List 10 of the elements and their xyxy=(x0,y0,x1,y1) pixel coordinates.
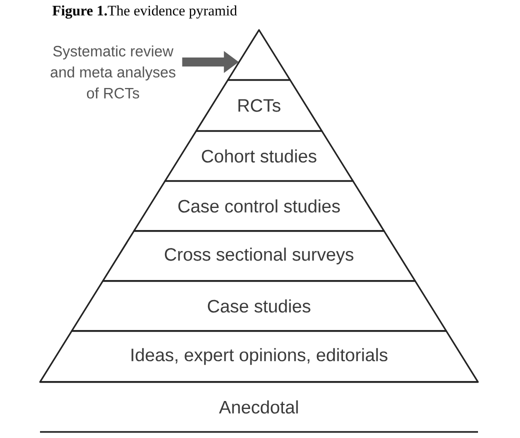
pyramid-apex xyxy=(227,29,291,81)
base-band: Anecdotal xyxy=(39,381,479,433)
figure-title: Figure 1.The evidence pyramid xyxy=(52,5,237,19)
callout-text: Systematic review and meta analyses of RCTs xyxy=(50,45,176,98)
pyramid-tier: Case studies xyxy=(70,280,448,332)
pyramid-tier: Cohort studies xyxy=(164,130,354,182)
pyramid-tier: RCTs xyxy=(195,79,323,132)
pyramid-tier: Case control studies xyxy=(133,180,385,232)
pyramid-tier: Ideas, expert opinions, editorials xyxy=(39,330,479,383)
pyramid-tier: Cross sectional surveys xyxy=(102,230,416,282)
